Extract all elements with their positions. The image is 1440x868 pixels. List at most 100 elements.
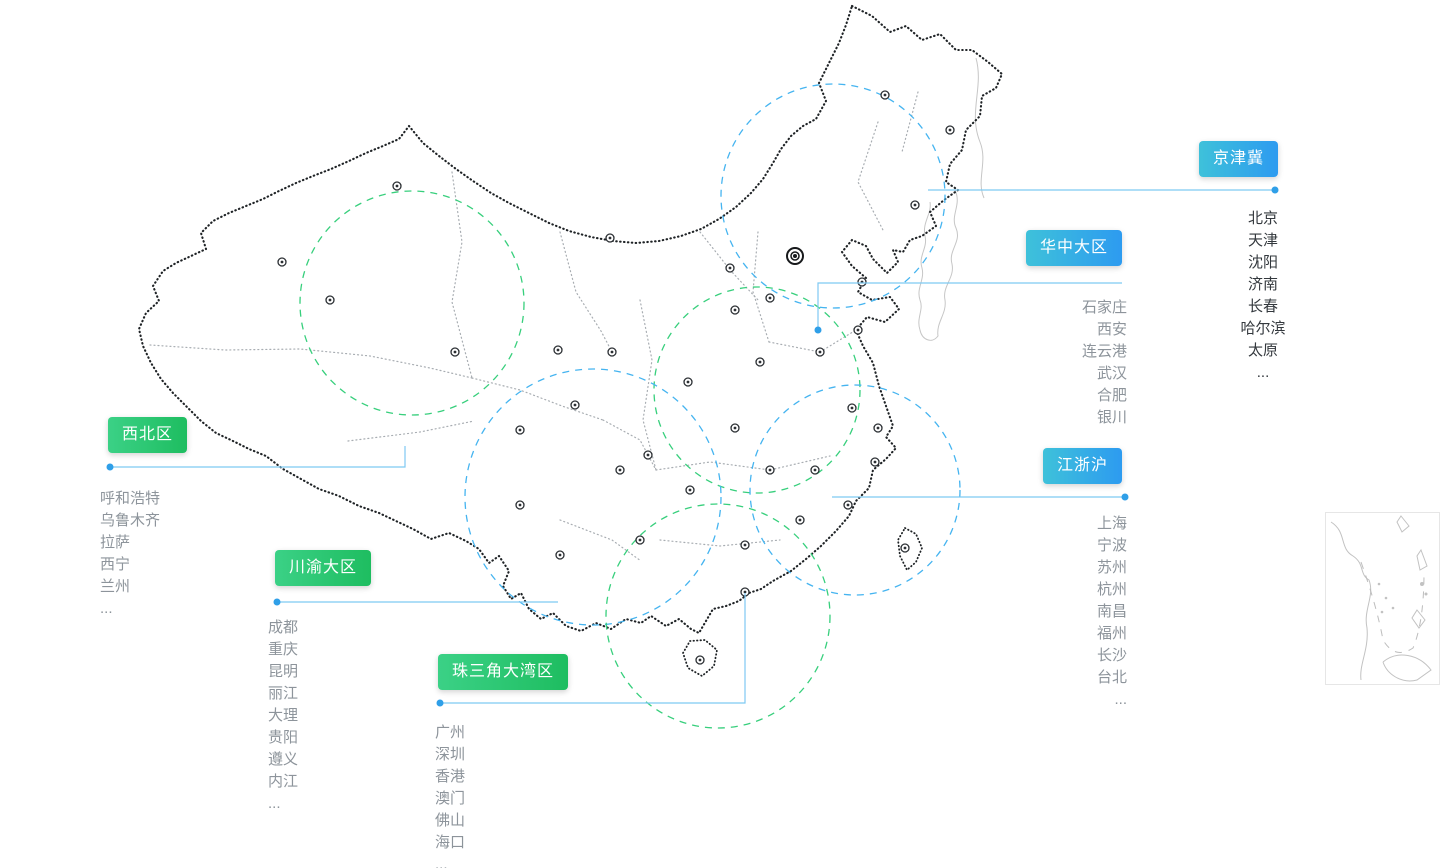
region-circle-jingjinji — [720, 83, 946, 309]
city-item: 丽江 — [268, 685, 299, 702]
south-china-sea-inset — [1325, 512, 1440, 685]
connector-dot — [1271, 186, 1279, 194]
city-item: 遵义 — [268, 751, 299, 768]
city-marker-dot — [698, 658, 702, 662]
region-chip-jiangzhehu[interactable]: 江浙沪 — [1043, 448, 1123, 484]
city-marker-dot — [846, 503, 850, 507]
city-item: 上海 — [1096, 515, 1127, 532]
inset-islet — [1420, 582, 1424, 586]
inset-coastline — [1330, 521, 1372, 681]
province-border — [639, 299, 657, 471]
city-marker-dot — [688, 488, 692, 492]
china-outline — [137, 4, 1004, 635]
province-border — [559, 231, 613, 353]
city-marker-dot — [743, 543, 747, 547]
province-border — [857, 121, 885, 233]
city-list-zhusanjiao: 广州深圳香港澳门佛山海口... — [435, 722, 555, 868]
city-item: 佛山 — [435, 812, 466, 829]
city-marker-dot — [638, 538, 642, 542]
inset-island — [1411, 609, 1426, 629]
connector-dot — [814, 326, 822, 334]
region-chip-jingjinji[interactable]: 京津冀 — [1199, 141, 1279, 177]
region-chip-huazhong[interactable]: 华中大区 — [1026, 230, 1123, 266]
inset-islet — [1391, 606, 1395, 610]
inset-island — [1382, 654, 1432, 682]
city-marker-dot — [733, 308, 737, 312]
city-item: 大理 — [268, 707, 299, 724]
city-item: 澳门 — [435, 790, 466, 807]
city-item: 海口 — [435, 834, 466, 851]
city-item: 呼和浩特 — [100, 490, 161, 507]
region-chip-chuanyu[interactable]: 川渝大区 — [275, 550, 372, 586]
province-border — [451, 171, 473, 379]
region-chip-zhusanjiao[interactable]: 珠三角大湾区 — [438, 654, 569, 690]
city-marker-dot — [453, 350, 457, 354]
city-item: 长沙 — [1096, 647, 1127, 664]
city-marker-dot — [850, 406, 854, 410]
inset-border — [1325, 512, 1440, 685]
city-item: 天津 — [1247, 232, 1278, 249]
capital-marker — [786, 247, 804, 265]
city-marker-dot — [873, 460, 877, 464]
city-marker-dot — [758, 360, 762, 364]
city-item: 石家庄 — [1081, 299, 1127, 316]
inset-taiwan — [1396, 515, 1410, 533]
city-item: 西宁 — [100, 556, 131, 573]
province-border — [347, 420, 475, 442]
city-marker-dot — [743, 590, 747, 594]
inset-islet — [1384, 596, 1388, 600]
city-marker-dot — [518, 503, 522, 507]
city-item: ... — [435, 856, 448, 868]
inset-islet — [1380, 610, 1384, 614]
province-border — [602, 419, 657, 471]
city-list-jingjinji: 北京天津沈阳济南长春哈尔滨太原... — [1203, 208, 1323, 384]
city-item: 昆明 — [268, 663, 299, 680]
city-marker-dot — [733, 426, 737, 430]
city-marker-dot — [608, 236, 612, 240]
province-border — [699, 231, 760, 302]
city-item: ... — [268, 795, 281, 812]
province-border — [901, 91, 919, 153]
city-markers — [277, 90, 955, 665]
region-circle-jiangzhehu — [749, 384, 961, 596]
province-borders — [149, 91, 919, 562]
city-marker-dot — [558, 553, 562, 557]
city-marker-dot — [813, 468, 817, 472]
city-marker-dot — [573, 403, 577, 407]
city-item: 西安 — [1096, 321, 1127, 338]
city-item: 广州 — [435, 724, 466, 741]
city-item: 长春 — [1247, 298, 1278, 315]
region-chip-xibei[interactable]: 西北区 — [108, 417, 188, 453]
korea-coastline — [918, 189, 958, 341]
connector-huazhong — [817, 282, 1122, 328]
city-marker-dot — [768, 296, 772, 300]
taiwan-island — [897, 526, 923, 572]
city-marker-dot — [610, 350, 614, 354]
city-item: ... — [1256, 364, 1270, 381]
province-border — [752, 231, 770, 343]
city-item: 成都 — [268, 619, 299, 636]
connector-dot — [1121, 493, 1129, 501]
inset-island — [1416, 548, 1428, 571]
connector-xibei — [110, 446, 406, 468]
province-border — [559, 519, 642, 562]
region-circle-zhusanjiao — [605, 503, 831, 729]
city-item: ... — [1114, 691, 1127, 708]
city-marker-dot — [686, 380, 690, 384]
city-item: 北京 — [1247, 210, 1278, 227]
city-item: 深圳 — [435, 746, 466, 763]
city-list-huazhong: 石家庄西安连云港武汉合肥银川 — [1007, 297, 1127, 429]
city-item: 济南 — [1247, 276, 1278, 293]
inset-islet — [1377, 582, 1381, 586]
city-item: 台北 — [1096, 669, 1127, 686]
city-marker-dot — [328, 298, 332, 302]
northeast-coastline — [974, 57, 985, 199]
city-item: 南昌 — [1096, 603, 1127, 620]
city-marker-dot — [903, 546, 907, 550]
city-item: 合肥 — [1096, 387, 1127, 404]
city-item: 哈尔滨 — [1240, 320, 1286, 337]
city-item: 苏州 — [1096, 559, 1127, 576]
city-marker-dot — [883, 93, 887, 97]
